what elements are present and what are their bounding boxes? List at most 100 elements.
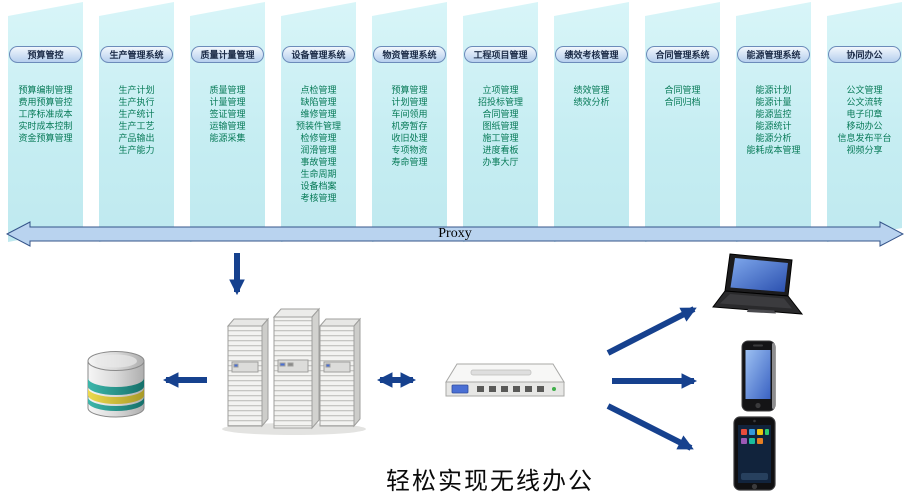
module-item-list: 预算编制管理费用预算管控工序标准成本实时成本控制资金预算管理: [8, 84, 83, 144]
module-item: 生命周期: [300, 169, 337, 179]
module-item: 招投标管理: [477, 97, 523, 107]
laptop-icon: [712, 252, 806, 326]
proxy-label: Proxy: [438, 226, 472, 241]
module-item: 绩效管理: [573, 85, 610, 95]
diagram-caption: 轻松实现无线办公: [386, 469, 594, 495]
module-item: 计划管理: [391, 97, 428, 107]
module-column-equipment-management: 设备管理系统 点检管理缺陷管理维修管理预装件管理检修管理润滑管理事故管理生命周期…: [273, 0, 364, 248]
module-item: 能源统计: [755, 121, 792, 131]
module-item: 生产执行: [118, 97, 155, 107]
module-band: 生产管理系统 生产计划生产执行生产统计生产工艺产品输出生产能力: [99, 2, 174, 242]
module-item: 考核管理: [300, 193, 337, 203]
server-rack-icon: [218, 302, 370, 436]
module-item: 寿命管理: [391, 157, 428, 167]
tablet-icon: [731, 415, 778, 493]
module-item: 立项管理: [482, 85, 519, 95]
module-item: 生产统计: [118, 109, 155, 119]
module-header: 物资管理系统: [373, 46, 446, 63]
module-item: 润滑管理: [300, 145, 337, 155]
module-item-list: 点检管理缺陷管理维修管理预装件管理检修管理润滑管理事故管理生命周期设备档案考核管…: [281, 84, 356, 204]
database-cylinder-icon: [84, 344, 148, 422]
module-item: 生产工艺: [118, 121, 155, 131]
module-band: 能源管理系统 能源计划能源计量能源监控能源统计能源分析能耗成本管理: [736, 2, 811, 242]
module-item: 公文管理: [846, 85, 883, 95]
module-item: 合同归档: [664, 97, 701, 107]
module-item: 移动办公: [846, 121, 883, 131]
module-item: 专项物资: [391, 145, 428, 155]
module-column-project-management: 工程项目管理 立项管理招投标管理合同管理图纸管理施工管理进度看板办事大厅: [455, 0, 546, 248]
module-item: 施工管理: [482, 133, 519, 143]
module-item: 进度看板: [482, 145, 519, 155]
module-item: 电子印章: [846, 109, 883, 119]
module-item: 预装件管理: [295, 121, 341, 131]
module-item: 能耗成本管理: [746, 145, 801, 155]
module-item: 公文流转: [846, 97, 883, 107]
module-item: 合同管理: [664, 85, 701, 95]
module-band: 合同管理系统 合同管理合同归档: [645, 2, 720, 242]
modules-row: 预算管控 预算编制管理费用预算管控工序标准成本实时成本控制资金预算管理 生产管理…: [0, 0, 910, 248]
module-header: 质量计量管理: [191, 46, 264, 63]
module-item: 能源监控: [755, 109, 792, 119]
module-item: 签证管理: [209, 109, 246, 119]
module-item: 费用预算管控: [18, 97, 73, 107]
module-band: 绩效考核管理 绩效管理绩效分析: [554, 2, 629, 242]
module-item: 能源计划: [755, 85, 792, 95]
module-column-performance-assessment: 绩效考核管理 绩效管理绩效分析: [546, 0, 637, 248]
proxy-arrow-shape: [6, 221, 904, 247]
module-item: 绩效分析: [573, 97, 610, 107]
module-item: 能源计量: [755, 97, 792, 107]
module-item-list: 质量管理计量管理签证管理运输管理能源采集: [190, 84, 265, 144]
module-item-list: 能源计划能源计量能源监控能源统计能源分析能耗成本管理: [736, 84, 811, 156]
smartphone-icon: [740, 340, 780, 413]
module-column-production-management: 生产管理系统 生产计划生产执行生产统计生产工艺产品输出生产能力: [91, 0, 182, 248]
module-item: 图纸管理: [482, 121, 519, 131]
module-item: 视频分享: [846, 145, 883, 155]
module-item: 能源采集: [209, 133, 246, 143]
module-item: 缺陷管理: [300, 97, 337, 107]
module-band: 设备管理系统 点检管理缺陷管理维修管理预装件管理检修管理润滑管理事故管理生命周期…: [281, 2, 356, 242]
module-item: 工序标准成本: [18, 109, 73, 119]
module-header: 预算管控: [9, 46, 82, 63]
module-item: 点检管理: [300, 85, 337, 95]
module-item: 计量管理: [209, 97, 246, 107]
module-item: 生产计划: [118, 85, 155, 95]
module-band: 工程项目管理 立项管理招投标管理合同管理图纸管理施工管理进度看板办事大厅: [463, 2, 538, 242]
module-band: 物资管理系统 预算管理计划管理车间领用机旁暂存收旧处理专项物资寿命管理: [372, 2, 447, 242]
module-item: 车间领用: [391, 109, 428, 119]
module-header: 设备管理系统: [282, 46, 355, 63]
module-column-energy-management: 能源管理系统 能源计划能源计量能源监控能源统计能源分析能耗成本管理: [728, 0, 819, 248]
arrow-router-to-tablet: [606, 403, 694, 451]
module-header: 协同办公: [828, 46, 901, 63]
module-item: 机旁暂存: [391, 121, 428, 131]
module-column-collaborative-office: 协同办公 公文管理公文流转电子印章移动办公信息发布平台视频分享: [819, 0, 910, 248]
module-item-list: 立项管理招投标管理合同管理图纸管理施工管理进度看板办事大厅: [463, 84, 538, 168]
module-item: 合同管理: [482, 109, 519, 119]
module-header: 合同管理系统: [646, 46, 719, 63]
module-item: 预算编制管理: [18, 85, 73, 95]
arrow-router-to-laptop: [606, 306, 697, 356]
module-band: 协同办公 公文管理公文流转电子印章移动办公信息发布平台视频分享: [827, 2, 902, 242]
module-item: 生产能力: [118, 145, 155, 155]
module-column-budget-control: 预算管控 预算编制管理费用预算管控工序标准成本实时成本控制资金预算管理: [0, 0, 91, 248]
module-item: 信息发布平台: [837, 133, 892, 143]
module-item: 质量管理: [209, 85, 246, 95]
module-header: 绩效考核管理: [555, 46, 628, 63]
module-item: 资金预算管理: [18, 133, 73, 143]
module-item-list: 预算管理计划管理车间领用机旁暂存收旧处理专项物资寿命管理: [372, 84, 447, 168]
module-item: 检修管理: [300, 133, 337, 143]
module-item: 收旧处理: [391, 133, 428, 143]
module-item: 预算管理: [391, 85, 428, 95]
module-band: 质量计量管理 质量管理计量管理签证管理运输管理能源采集: [190, 2, 265, 242]
module-item-list: 合同管理合同归档: [645, 84, 720, 108]
module-item: 办事大厅: [482, 157, 519, 167]
module-item: 维修管理: [300, 109, 337, 119]
module-item: 设备档案: [300, 181, 337, 191]
module-item-list: 公文管理公文流转电子印章移动办公信息发布平台视频分享: [827, 84, 902, 156]
router-icon: [441, 358, 569, 406]
module-header: 生产管理系统: [100, 46, 173, 63]
module-item-list: 绩效管理绩效分析: [554, 84, 629, 108]
module-column-contract-management: 合同管理系统 合同管理合同归档: [637, 0, 728, 248]
module-header: 能源管理系统: [737, 46, 810, 63]
module-item-list: 生产计划生产执行生产统计生产工艺产品输出生产能力: [99, 84, 174, 156]
